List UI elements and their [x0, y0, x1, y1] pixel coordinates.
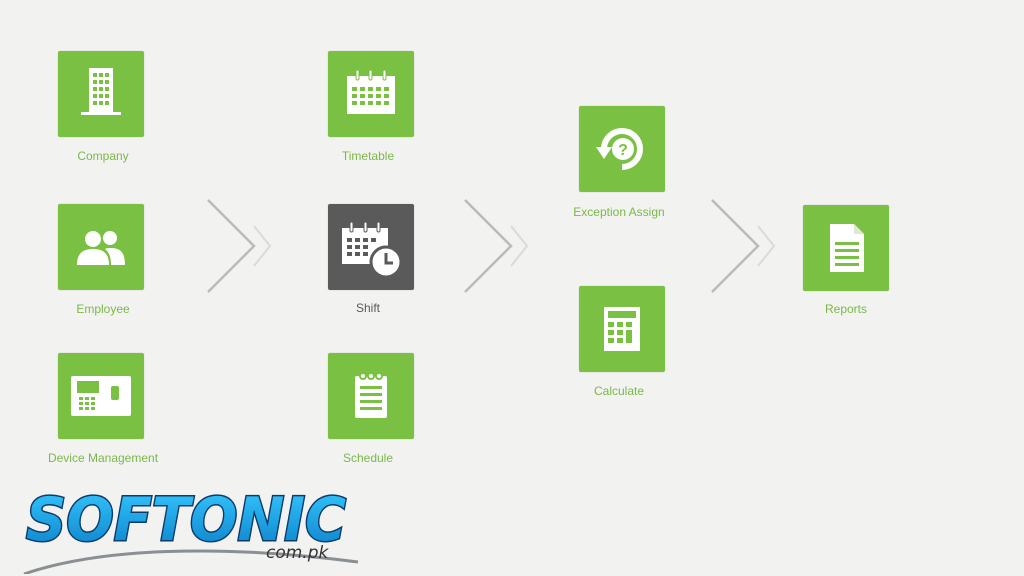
timetable-label: Timetable [341, 149, 395, 163]
svg-text:?: ? [618, 142, 628, 159]
svg-text:com.pk: com.pk [266, 543, 330, 563]
building-icon [81, 68, 121, 115]
device-terminal-icon [71, 376, 131, 416]
calendar-clock-icon [342, 221, 403, 279]
chevron-right-icon [711, 199, 776, 293]
calculator-grid-icon [604, 307, 640, 351]
softonic-watermark-logo: SOFTONIC com.pk [23, 484, 359, 574]
device-management-label: Device Management [47, 451, 159, 465]
schedule-button[interactable] [328, 353, 414, 439]
timetable-button[interactable] [328, 51, 414, 137]
users-icon [77, 231, 125, 265]
reports-label: Reports [824, 302, 868, 316]
chevron-right-icon [207, 199, 272, 293]
calculate-label: Calculate [593, 384, 645, 398]
calendar-icon [347, 69, 395, 114]
document-icon [830, 224, 864, 272]
device-management-button[interactable] [58, 353, 144, 439]
refresh-question-icon: ? [596, 128, 643, 170]
shift-button[interactable] [328, 204, 414, 290]
schedule-label: Schedule [342, 451, 394, 465]
svg-text:SOFTONIC: SOFTONIC [26, 485, 346, 555]
shift-label: Shift [355, 301, 380, 315]
employee-label: Employee [76, 302, 130, 316]
company-button[interactable] [58, 51, 144, 137]
exception-assign-label: Exception Assign [573, 205, 665, 219]
reports-button[interactable] [803, 205, 889, 291]
employee-button[interactable] [58, 204, 144, 290]
chevron-right-icon [464, 199, 529, 293]
notepad-icon [355, 372, 387, 418]
calculate-button[interactable] [579, 286, 665, 372]
exception-assign-button[interactable]: ? [579, 106, 665, 192]
company-label: Company [77, 149, 129, 163]
